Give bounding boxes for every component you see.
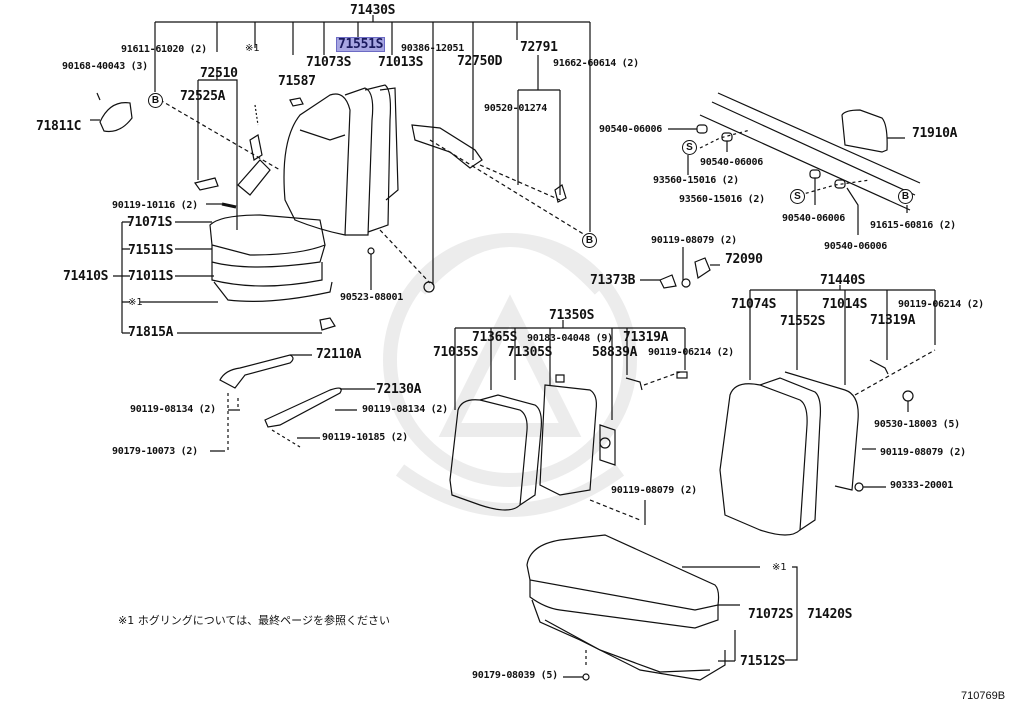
part-label-90530-18003[interactable]: 90530-18003 (5) — [874, 419, 960, 430]
part-label-90183-04048[interactable]: 90183-04048 (9) — [527, 333, 613, 344]
part-label-71074s[interactable]: 71074S — [731, 297, 777, 312]
part-label-72750d[interactable]: 72750D — [457, 54, 503, 69]
part-label-90520-01274[interactable]: 90520-01274 — [484, 103, 547, 114]
marker-b: B — [898, 189, 913, 204]
part-label-71410s[interactable]: 71410S — [63, 269, 109, 284]
marker-s: S — [682, 140, 697, 155]
part-label-90119-10185[interactable]: 90119-10185 (2) — [322, 432, 408, 443]
part-label-71319a[interactable]: 71319A — [623, 330, 669, 345]
part-label-90386-12051[interactable]: 90386-12051 — [401, 43, 464, 54]
part-label-71365s[interactable]: 71365S — [472, 330, 518, 345]
seat-track-drawings — [210, 354, 375, 452]
part-label-93560-15016[interactable]: 93560-15016 (2) — [653, 175, 739, 186]
part-label-91611-61020[interactable]: 91611-61020 (2) — [121, 44, 207, 55]
71811c-drawing — [99, 102, 133, 133]
part-label-71373b[interactable]: 71373B — [590, 273, 636, 288]
part-label-71551s-highlighted[interactable]: 71551S — [335, 37, 386, 52]
hinge-plate-drawing — [237, 159, 271, 196]
part-label-71072s[interactable]: 71072S — [748, 607, 794, 622]
part-label-90119-06214[interactable]: 90119-06214 (2) — [648, 347, 734, 358]
part-label-71319a[interactable]: 71319A — [870, 313, 916, 328]
part-label-71014s[interactable]: 71014S — [822, 297, 868, 312]
rear-seat-back-right-drawing — [719, 300, 936, 536]
part-label-71073s[interactable]: 71073S — [306, 55, 352, 70]
note-marker-1: ※1 — [772, 562, 787, 573]
part-label-71011s[interactable]: 71011S — [128, 269, 174, 284]
part-label-90119-08134[interactable]: 90119-08134 (2) — [130, 404, 216, 415]
part-label-71013s[interactable]: 71013S — [378, 55, 424, 70]
part-label-71587[interactable]: 71587 — [278, 74, 316, 89]
seat-cushion-front-drawing — [209, 214, 336, 331]
part-label-90119-08079[interactable]: 90119-08079 (2) — [880, 447, 966, 458]
part-label-71350s[interactable]: 71350S — [549, 308, 595, 323]
72750d-drawing — [411, 124, 483, 169]
part-label-90540-06006[interactable]: 90540-06006 — [599, 124, 662, 135]
part-label-71430s[interactable]: 71430S — [350, 3, 396, 18]
part-label-71552s[interactable]: 71552S — [780, 314, 826, 329]
part-label-93560-15016[interactable]: 93560-15016 (2) — [679, 194, 765, 205]
part-label-72510[interactable]: 72510 — [200, 66, 238, 81]
part-label-71305s[interactable]: 71305S — [507, 345, 553, 360]
rear-seat-back-left-drawing — [449, 384, 616, 511]
part-label-71035s[interactable]: 71035S — [433, 345, 479, 360]
note-marker-1: ※1 — [245, 43, 260, 54]
part-label-91662-60614[interactable]: 91662-60614 (2) — [553, 58, 639, 69]
part-label-71815a[interactable]: 71815A — [128, 325, 174, 340]
part-label-71511s[interactable]: 71511S — [128, 243, 174, 258]
marker-b: B — [148, 93, 163, 108]
part-label-90179-08039[interactable]: 90179-08039 (5) — [472, 670, 558, 681]
part-label-90540-06006[interactable]: 90540-06006 — [824, 241, 887, 252]
part-label-90119-10116[interactable]: 90119-10116 (2) — [112, 200, 198, 211]
part-label-72090[interactable]: 72090 — [725, 252, 763, 267]
part-label-72791[interactable]: 72791 — [520, 40, 558, 55]
part-label-90540-06006[interactable]: 90540-06006 — [782, 213, 845, 224]
part-label-90540-06006[interactable]: 90540-06006 — [700, 157, 763, 168]
note-marker-1: ※1 — [128, 297, 143, 308]
part-label-90333-20001[interactable]: 90333-20001 — [890, 480, 953, 491]
part-label-72130a[interactable]: 72130A — [376, 382, 422, 397]
part-label-72525a[interactable]: 72525A — [180, 89, 226, 104]
marker-s: S — [790, 189, 805, 204]
part-label-90119-08134[interactable]: 90119-08134 (2) — [362, 404, 448, 415]
marker-b: B — [582, 233, 597, 248]
part-label-90179-10073[interactable]: 90179-10073 (2) — [112, 446, 198, 457]
part-label-90119-08079[interactable]: 90119-08079 (2) — [651, 235, 737, 246]
part-label-71440s[interactable]: 71440S — [820, 273, 866, 288]
part-label-71512s[interactable]: 71512S — [740, 654, 786, 669]
part-label-90523-08001[interactable]: 90523-08001 — [340, 292, 403, 303]
headrest-drawing — [699, 92, 921, 211]
part-label-71420s[interactable]: 71420S — [807, 607, 853, 622]
footnote-hog-ring: ※1 ホグリングについては、最終ページを参照ください — [118, 614, 390, 627]
part-label-71811c[interactable]: 71811C — [36, 119, 82, 134]
part-label-90168-40043[interactable]: 90168-40043 (3) — [62, 61, 148, 72]
part-label-90119-08079[interactable]: 90119-08079 (2) — [611, 485, 697, 496]
part-label-71071s[interactable]: 71071S — [127, 215, 173, 230]
part-label-90119-06214[interactable]: 90119-06214 (2) — [898, 299, 984, 310]
seat-back-front-drawing — [283, 84, 399, 236]
diagram-reference-code: 710769B — [961, 690, 1006, 702]
part-label-58839a[interactable]: 58839A — [592, 345, 638, 360]
part-label-91615-60816[interactable]: 91615-60816 (2) — [870, 220, 956, 231]
part-label-72110a[interactable]: 72110A — [316, 347, 362, 362]
rear-seat-cushion-drawing — [526, 534, 760, 681]
part-label-71910a[interactable]: 71910A — [912, 126, 958, 141]
